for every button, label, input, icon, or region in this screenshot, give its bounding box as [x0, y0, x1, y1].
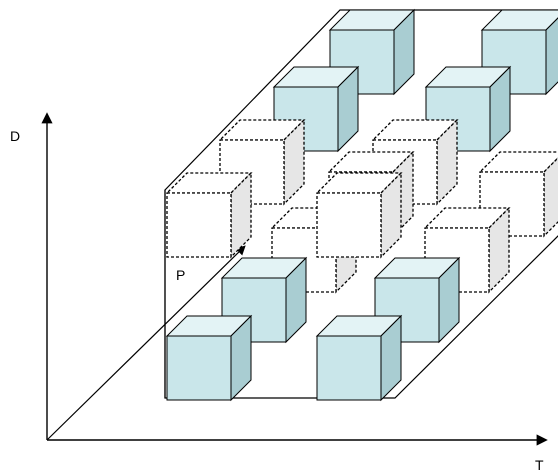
cube-front-face [166, 335, 232, 401]
solid-cube [165, 314, 253, 402]
solid-cube [315, 314, 403, 402]
cube-top-face [478, 151, 558, 173]
horizontal-axis-label: T [535, 457, 544, 473]
depth-axis-label: P [176, 267, 185, 283]
dashed-cube [315, 171, 403, 259]
dashed-cube [165, 171, 253, 259]
cube-front-face [166, 192, 232, 258]
cube-top-face [480, 9, 558, 31]
vertical-axis-label: D [10, 128, 20, 144]
dashed-cube [218, 118, 306, 206]
cube-grid [165, 8, 558, 402]
depth-axis [46, 245, 246, 441]
solid-cube [424, 65, 512, 153]
cube-front-face [316, 192, 382, 258]
cube-front-face [316, 335, 382, 401]
